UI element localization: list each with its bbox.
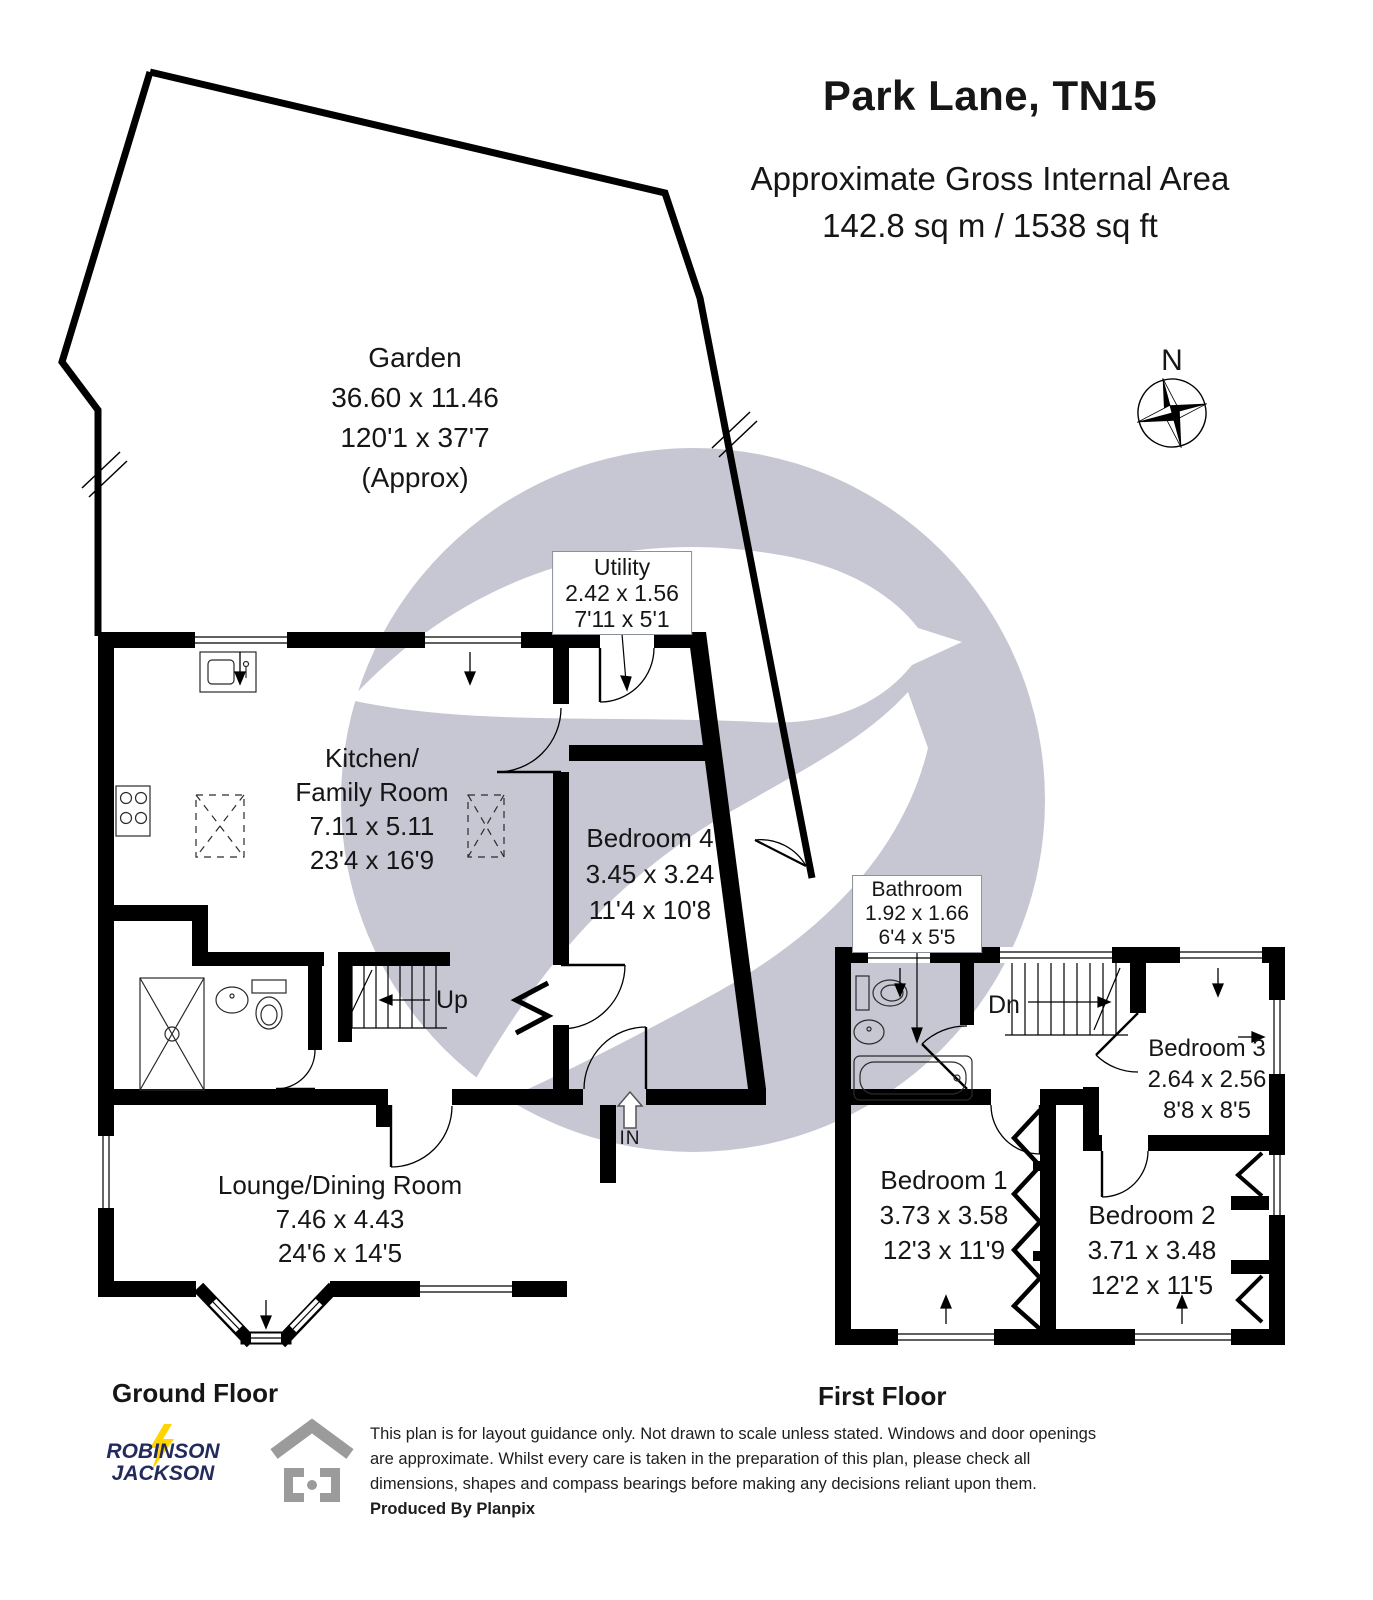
bedroom2-label: Bedroom 2 3.71 x 3.48 12'2 x 11'5 <box>1088 1198 1217 1303</box>
label-leader-lines <box>620 633 923 1044</box>
fence-break-marks <box>81 411 758 498</box>
stairs-up <box>344 966 447 1029</box>
room-name: Bedroom 4 <box>586 823 714 853</box>
agency-name-line2: JACKSON <box>111 1462 215 1485</box>
disclaimer-line: dimensions, shapes and compass bearings … <box>370 1475 1037 1493</box>
utility-label: Utility 2.42 x 1.56 7'11 x 5'1 <box>552 551 692 635</box>
disclaimer-text: This plan is for layout guidance only. N… <box>370 1422 1096 1522</box>
compass-icon <box>1137 378 1207 448</box>
entrance-arrow-icon <box>616 1090 644 1129</box>
room-dim-metric: 2.42 x 1.56 <box>565 580 679 606</box>
wardrobe-connectors <box>1033 1161 1045 1261</box>
room-dim-note: (Approx) <box>361 462 469 493</box>
kitchen-fixtures <box>115 651 505 858</box>
ground-floor-label: Ground Floor <box>112 1378 279 1408</box>
room-name: Bedroom 2 <box>1088 1200 1216 1230</box>
compass-north-label: N <box>1161 344 1183 377</box>
agency-logo: ROBINSON JACKSON <box>106 1441 219 1485</box>
subtitle-size: 142.8 sq m / 1538 sq ft <box>822 207 1158 244</box>
stairs-down <box>1005 963 1128 1036</box>
page-title: Park Lane, TN15 <box>822 72 1158 119</box>
room-dim-imperial: 12'2 x 11'5 <box>1090 1270 1214 1300</box>
room-dim-metric: 7.11 x 5.11 <box>309 811 435 841</box>
room-dim-metric: 1.92 x 1.66 <box>865 902 969 925</box>
room-dim-metric: 3.45 x 3.24 <box>585 859 715 889</box>
disclaimer-line: are approximate. Whilst every care is ta… <box>370 1450 1031 1468</box>
shower-room-fixtures <box>139 977 287 1091</box>
garden-fence <box>58 68 816 879</box>
room-name: Lounge/Dining Room <box>217 1170 463 1200</box>
bedroom1-label: Bedroom 1 3.73 x 3.58 12'3 x 11'9 <box>880 1163 1009 1268</box>
planpix-watermark <box>341 448 1045 1152</box>
room-dim-imperial: 12'3 x 11'9 <box>882 1235 1006 1265</box>
subtitle-area: Approximate Gross Internal Area <box>750 160 1230 197</box>
dimension-arrows <box>234 652 1266 1330</box>
room-dim-imperial: 6'4 x 5'5 <box>878 926 956 949</box>
garden-gate <box>754 839 807 867</box>
stairs-down-label: Dn <box>988 991 1020 1019</box>
entrance-label: IN <box>619 1128 641 1149</box>
first-floor-doors <box>921 1012 1264 1331</box>
lightning-bolt-icon <box>150 1424 174 1470</box>
room-dim-imperial: 8'8 x 8'5 <box>1163 1097 1251 1124</box>
room-dim-imperial: 120'1 x 37'7 <box>340 422 490 453</box>
room-name: Garden <box>368 342 462 373</box>
garden-label: Garden 36.60 x 11.46 120'1 x 37'7 (Appro… <box>331 338 499 498</box>
planpix-house-icon <box>270 1418 354 1502</box>
room-dim-imperial: 11'4 x 10'8 <box>588 895 712 925</box>
room-dim-imperial: 23'4 x 16'9 <box>309 845 435 875</box>
room-dim-metric: 2.64 x 2.56 <box>1147 1066 1267 1093</box>
room-name: Bedroom 3 <box>1148 1035 1266 1062</box>
bedroom4-label: Bedroom 4 3.45 x 3.24 11'4 x 10'8 <box>586 820 715 928</box>
room-name: Utility <box>593 554 651 580</box>
room-dim-imperial: 24'6 x 14'5 <box>277 1238 403 1268</box>
room-dim-metric: 3.73 x 3.58 <box>879 1200 1009 1230</box>
room-name: Bedroom 1 <box>880 1165 1008 1195</box>
agency-name-line1: ROBINSON <box>106 1440 220 1463</box>
stairs-up-label: Up <box>436 986 468 1014</box>
ground-floor-windows <box>98 632 654 1297</box>
bathroom-fixtures <box>853 975 973 1101</box>
room-name: Bathroom <box>871 878 963 901</box>
bay-window <box>193 1281 339 1348</box>
room-dim-metric: 7.46 x 4.43 <box>275 1204 405 1234</box>
bedroom3-label: Bedroom 3 2.64 x 2.56 8'8 x 8'5 <box>1148 1033 1267 1126</box>
disclaimer-line: This plan is for layout guidance only. N… <box>370 1425 1097 1443</box>
room-name: Kitchen/ <box>325 743 419 773</box>
room-name: Family Room <box>295 777 449 807</box>
produced-by-label: Produced By Planpix <box>370 1500 536 1518</box>
ground-floor-doors <box>275 647 655 1168</box>
room-dim-metric: 3.71 x 3.48 <box>1087 1235 1217 1265</box>
bathroom-label: Bathroom 1.92 x 1.66 6'4 x 5'5 <box>852 875 982 953</box>
room-dim-imperial: 7'11 x 5'1 <box>574 606 670 632</box>
room-dim-metric: 36.60 x 11.46 <box>331 382 499 413</box>
lounge-label: Lounge/Dining Room 7.46 x 4.43 24'6 x 14… <box>218 1168 462 1270</box>
first-floor-label: First Floor <box>818 1381 947 1411</box>
kitchen-label: Kitchen/ Family Room 7.11 x 5.11 23'4 x … <box>295 741 448 877</box>
